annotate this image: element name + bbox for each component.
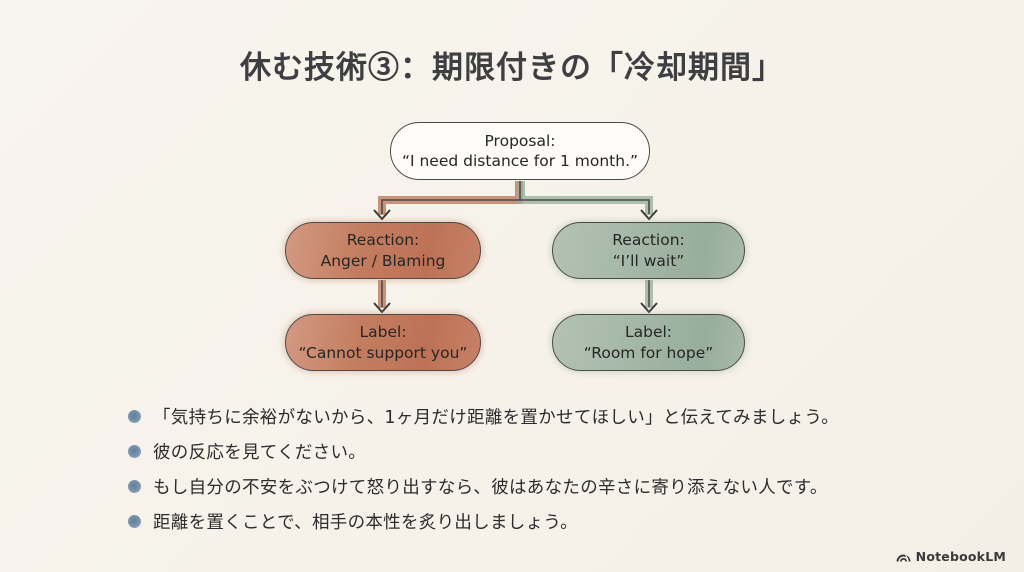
label-cannot-support-node: Label: “Cannot support you” <box>285 314 481 371</box>
bullet-dot-icon <box>128 515 141 528</box>
connector-proposal-to-wait <box>517 181 653 215</box>
list-item: 彼の反応を見てください。 <box>128 434 948 469</box>
proposal-heading: Proposal: <box>484 131 556 150</box>
proposal-text: “I need distance for 1 month.” <box>401 152 639 170</box>
bullet-dot-icon <box>128 480 141 493</box>
bullet-dot-icon <box>128 410 141 423</box>
bullet-text: 「気持ちに余裕がないから、1ヶ月だけ距離を置かせてほしい」と伝えてみましょう。 <box>153 408 839 428</box>
notebooklm-logo-icon <box>896 552 911 562</box>
bullet-text: もし自分の不安をぶつけて怒り出すなら、彼はあなたの辛さに寄り添えない人です。 <box>153 478 828 498</box>
reaction-wait-heading: Reaction: <box>612 231 685 250</box>
reaction-anger-text: Anger / Blaming <box>320 251 446 270</box>
arrowhead-wait-label <box>640 302 658 314</box>
connector-ink-lines-top <box>381 181 650 214</box>
reaction-anger-node: Reaction: Anger / Blaming <box>285 222 481 279</box>
arrowhead-wait <box>640 209 658 221</box>
notebooklm-brand-text: NotebookLM <box>915 549 1006 564</box>
label-room-for-hope-text: “Room for hope” <box>583 343 714 362</box>
list-item: 距離を置くことで、相手の本性を炙り出しましょう。 <box>128 504 948 539</box>
list-item: 「気持ちに余裕がないから、1ヶ月だけ距離を置かせてほしい」と伝えてみましょう。 <box>128 399 948 434</box>
list-item: もし自分の不安をぶつけて怒り出すなら、彼はあなたの辛さに寄り添えない人です。 <box>128 469 948 504</box>
label-room-for-hope-node: Label: “Room for hope” <box>552 314 745 371</box>
label-room-for-hope-heading: Label: <box>624 323 673 342</box>
notebooklm-brand: NotebookLM <box>896 549 1006 564</box>
bullet-text: 彼の反応を見てください。 <box>153 443 367 463</box>
connector-proposal-to-anger <box>378 181 523 215</box>
bullet-dot-icon <box>128 445 141 458</box>
label-cannot-support-text: “Cannot support you” <box>298 343 468 362</box>
arrowhead-anger-label <box>373 302 391 314</box>
reaction-wait-node: Reaction: “I’ll wait” <box>552 222 745 279</box>
connector-ink-lines-mid <box>381 280 650 307</box>
label-cannot-support-heading: Label: <box>359 323 407 342</box>
page-title: 休む技術③：期限付きの「冷却期間」 <box>240 50 784 86</box>
bullet-list: 「気持ちに余裕がないから、1ヶ月だけ距離を置かせてほしい」と伝えてみましょう。 … <box>128 399 948 539</box>
arrowhead-anger <box>373 209 391 221</box>
reaction-anger-heading: Reaction: <box>346 231 420 250</box>
proposal-node: Proposal: “I need distance for 1 month.” <box>390 122 650 180</box>
reaction-wait-text: “I’ll wait” <box>612 251 685 270</box>
bullet-text: 距離を置くことで、相手の本性を炙り出しましょう。 <box>153 513 578 533</box>
